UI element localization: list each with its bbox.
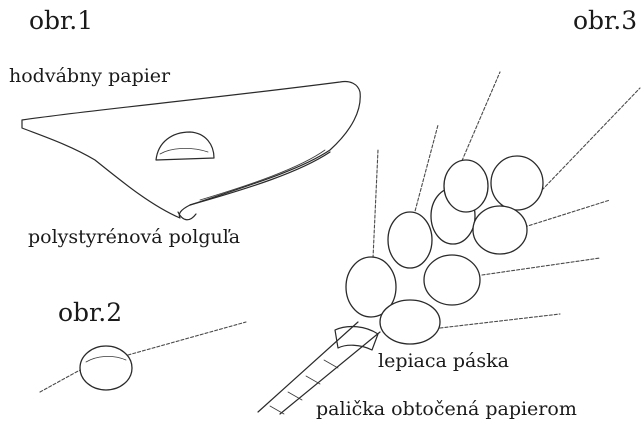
stick-wrapped-caption: palička obtočená papierom bbox=[316, 398, 577, 420]
tissue-paper-caption: hodvábny papier bbox=[9, 65, 170, 87]
single-ball-on-stick bbox=[40, 322, 246, 392]
polystyrene-hemisphere-caption: polystyrénová polguľa bbox=[28, 226, 240, 248]
figure-2-label: obr.2 bbox=[58, 298, 122, 327]
polystyrene-hemisphere bbox=[156, 132, 214, 160]
adhesive-tape-caption: lepiaca páska bbox=[378, 350, 509, 372]
figure-1-label: obr.1 bbox=[29, 6, 93, 35]
tissue-paper-sheet bbox=[22, 81, 360, 219]
figure-3-label: obr.3 bbox=[573, 6, 637, 35]
